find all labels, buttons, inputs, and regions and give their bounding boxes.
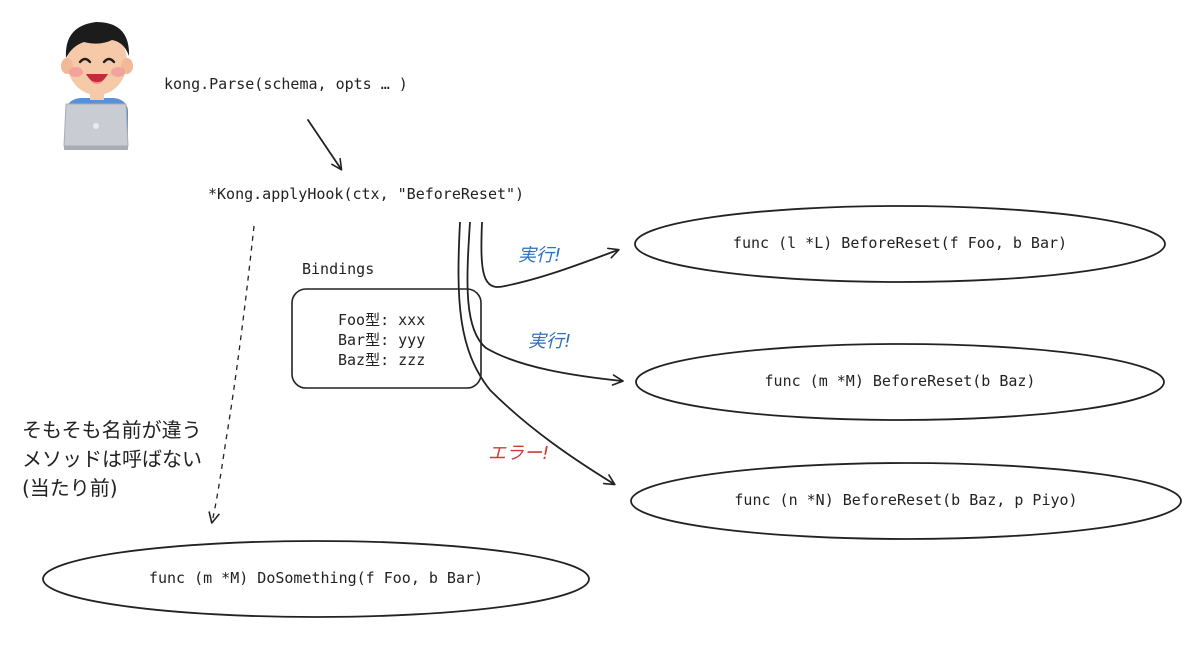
parse-to-hook-arrow [307, 119, 343, 171]
arrow-to-method-m [466, 221, 624, 386]
note-line-3: (当たり前) [22, 476, 118, 500]
binding-row-bar: Bar型: yyy [338, 331, 426, 349]
result-label-n: エラー! [488, 443, 550, 464]
parse-call: kong.Parse(schema, opts … ) [164, 75, 408, 93]
method-signature-m: func (m *M) BeforeReset(b Baz) [764, 372, 1036, 390]
binding-row-foo: Foo型: xxx [338, 311, 426, 329]
result-label-l: 実行! [518, 245, 562, 266]
method-signature-n: func (n *N) BeforeReset(b Baz, p Piyo) [734, 491, 1078, 509]
person-with-laptop-icon [61, 22, 133, 150]
bindings-title: Bindings [302, 260, 375, 278]
binding-row-baz: Baz型: zzz [338, 351, 426, 369]
other-method-ellipse [42, 540, 590, 618]
arrow-to-method-n [457, 221, 616, 486]
apply-hook-call: *Kong.applyHook(ctx, "BeforeReset") [208, 185, 525, 203]
arrow-to-method-l [480, 221, 620, 288]
note-line-2: メソッドは呼ばない [22, 447, 202, 471]
bindings-box [291, 288, 482, 389]
method-ellipse-l [634, 205, 1166, 283]
other-method-signature: func (m *M) DoSomething(f Foo, b Bar) [148, 569, 484, 587]
note-line-1: そもそも名前が違う [22, 418, 202, 442]
method-ellipse-m [635, 343, 1165, 421]
method-signature-l: func (l *L) BeforeReset(f Foo, b Bar) [732, 234, 1068, 252]
result-label-m: 実行! [528, 331, 572, 352]
dashed-arrow-to-dosomething [208, 225, 255, 524]
method-ellipse-n [630, 462, 1182, 540]
